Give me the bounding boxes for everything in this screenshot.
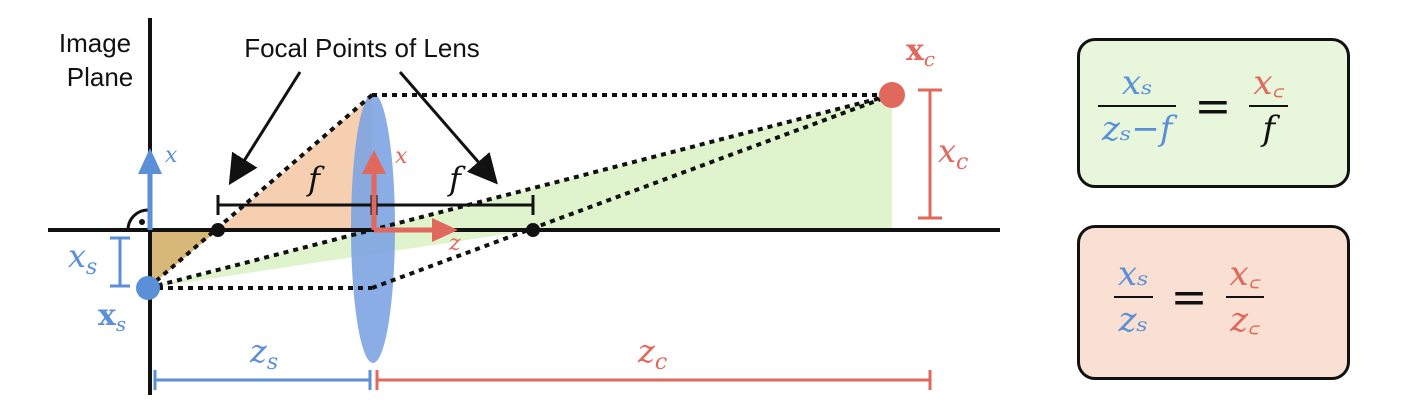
- fraction-top-rhs-denominator: f: [1262, 109, 1276, 149]
- focal-arrow-left: [228, 71, 302, 186]
- xc-height-label: xc: [938, 132, 968, 175]
- fraction-top-lhs-denominator: zₛ−f: [1102, 109, 1173, 149]
- image-plane-label-1: Image: [59, 28, 131, 58]
- fraction-bar: [1249, 105, 1289, 107]
- fraction-top-lhs: xₛ zₛ−f: [1098, 63, 1177, 149]
- equation-top: xₛ zₛ−f = x꜀ f: [1098, 63, 1289, 149]
- equation-box-bottom: xₛ zₛ = x꜀ z꜀: [1077, 225, 1350, 380]
- right-angle-marker: [126, 208, 149, 231]
- camera-x-arrowhead: [362, 150, 386, 174]
- f-label-right: f: [447, 160, 466, 198]
- ray-chief: [147, 93, 893, 290]
- camera-x-label: x: [395, 144, 408, 169]
- fraction-bottom-rhs-denominator: z꜀: [1230, 300, 1260, 340]
- focal-points-label: Focal Points of Lens: [244, 33, 480, 63]
- camera-z-label: z: [448, 231, 461, 256]
- green-triangle-image-side: [148, 230, 533, 288]
- xs-height-label: xs: [68, 237, 97, 280]
- fraction-bar: [1114, 296, 1153, 298]
- fraction-top-lhs-numerator: xₛ: [1121, 63, 1153, 103]
- equation-bottom: xₛ zₛ = x꜀ z꜀: [1114, 254, 1265, 340]
- image-point-xs: [136, 276, 160, 300]
- object-point-xc: [879, 82, 905, 108]
- right-angle-dot: [139, 219, 145, 225]
- focal-arrow-right: [398, 71, 498, 185]
- image-x-label: x: [165, 143, 178, 168]
- equals-sign: =: [1194, 80, 1232, 132]
- fraction-bottom-rhs-numerator: x꜀: [1229, 254, 1261, 294]
- fraction-top-rhs: x꜀ f: [1249, 63, 1289, 149]
- fraction-bar: [1098, 105, 1177, 107]
- camera-z-arrowhead: [432, 218, 458, 242]
- fraction-bottom-lhs-numerator: xₛ: [1118, 254, 1149, 294]
- equation-box-top: xₛ zₛ−f = x꜀ f: [1077, 38, 1350, 188]
- fraction-bar: [1225, 296, 1265, 298]
- fraction-bottom-lhs-denominator: zₛ: [1118, 300, 1148, 340]
- focal-point-left: [211, 223, 225, 237]
- xc-point-label: xc: [906, 33, 935, 71]
- xs-point-label: xs: [98, 298, 126, 336]
- image-x-arrowhead: [138, 148, 162, 174]
- zs-label: zs: [249, 332, 278, 375]
- equals-sign: =: [1170, 271, 1208, 323]
- fraction-bottom-rhs: x꜀ z꜀: [1225, 254, 1265, 340]
- image-plane-label-2: Plane: [67, 62, 134, 92]
- fraction-bottom-lhs: xₛ zₛ: [1114, 254, 1153, 340]
- focal-point-right: [526, 223, 540, 237]
- ray-bottom-to-object: [371, 93, 893, 290]
- fraction-top-rhs-numerator: x꜀: [1253, 63, 1285, 103]
- zc-label: zc: [637, 332, 667, 375]
